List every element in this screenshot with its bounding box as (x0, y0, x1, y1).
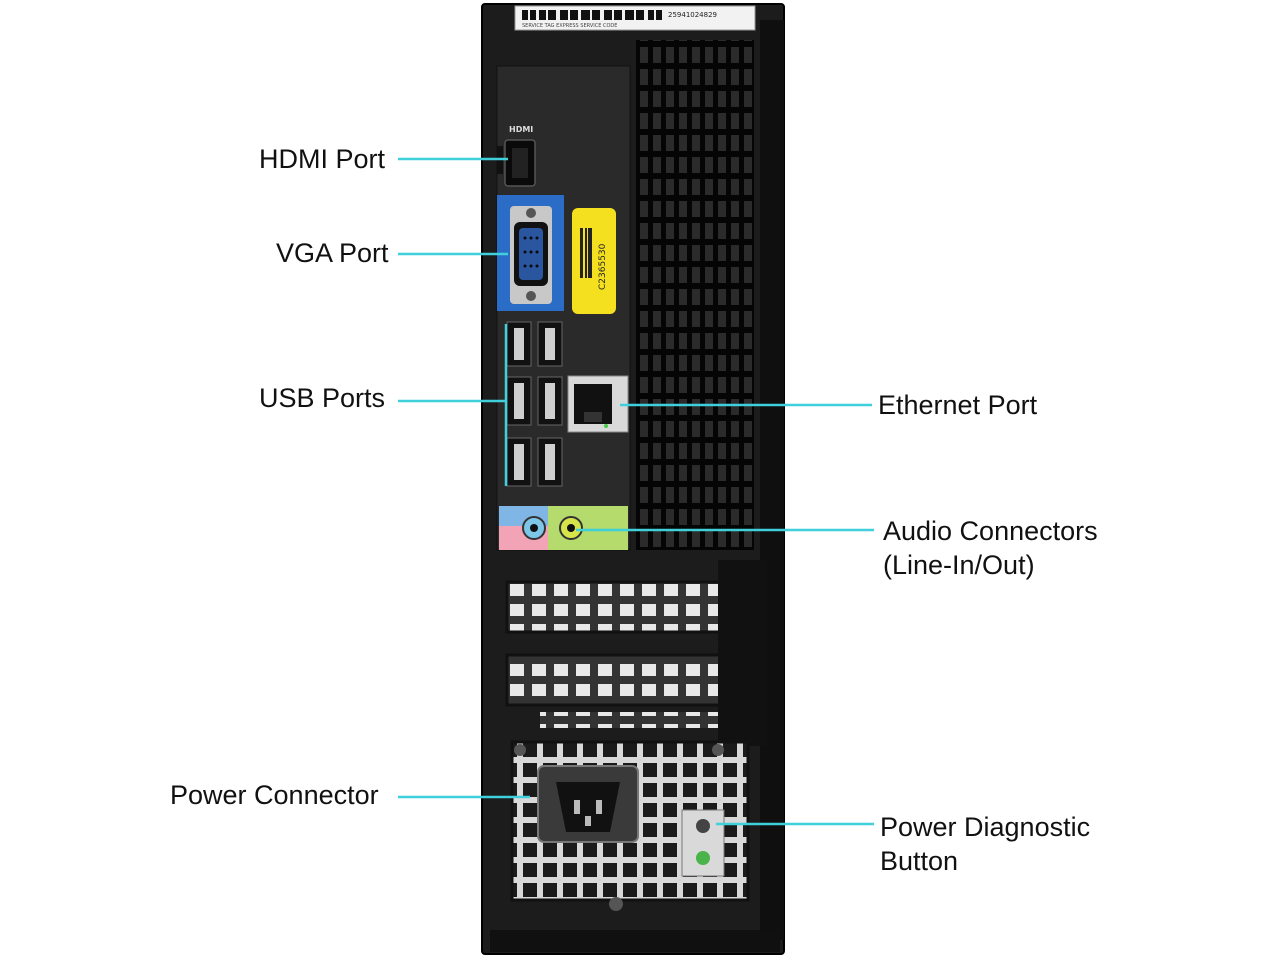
label-usb-ports: USB Ports (259, 381, 385, 415)
hdmi-port: HDMI (497, 125, 536, 187)
leader-lines (398, 157, 874, 826)
asset-sticker-number: C2365530 (598, 243, 608, 290)
label-power-connector-text: Power Connector (170, 780, 379, 810)
label-ethernet-port-text: Ethernet Port (878, 390, 1038, 420)
label-power-diag-line2: Button (880, 846, 959, 876)
label-vga-port: VGA Port (276, 236, 389, 270)
service-tag-number: 25941024829 (668, 11, 717, 19)
audio-jacks (499, 506, 628, 550)
label-power-diagnostic: Power Diagnostic Button (880, 810, 1090, 878)
usb-port-stack (506, 321, 563, 487)
power-supply (510, 740, 750, 911)
label-audio-line1: Audio Connectors (883, 516, 1098, 546)
label-usb-ports-text: USB Ports (259, 383, 386, 413)
label-hdmi-port-text: HDMI Port (259, 144, 386, 174)
label-vga-port-text: VGA Port (276, 238, 389, 268)
asset-sticker: C2365530 (572, 208, 616, 314)
label-audio-line2: (Line-In/Out) (883, 550, 1035, 580)
service-tag-sticker: 25941024829 SERVICE TAG EXPRESS SERVICE … (514, 5, 756, 31)
vga-port (497, 195, 564, 311)
label-audio-connectors: Audio Connectors (Line-In/Out) (883, 514, 1098, 582)
hdmi-marking: HDMI (509, 125, 533, 134)
ethernet-port (567, 375, 629, 433)
label-power-connector: Power Connector (170, 778, 379, 812)
rear-vent-grid (636, 40, 754, 550)
expansion-slots (505, 560, 766, 746)
service-tag-fine-print: SERVICE TAG EXPRESS SERVICE CODE (522, 23, 617, 29)
label-power-diag-line1: Power Diagnostic (880, 812, 1091, 842)
label-hdmi-port: HDMI Port (259, 142, 385, 176)
label-ethernet-port: Ethernet Port (878, 388, 1037, 422)
barcode (522, 10, 662, 20)
